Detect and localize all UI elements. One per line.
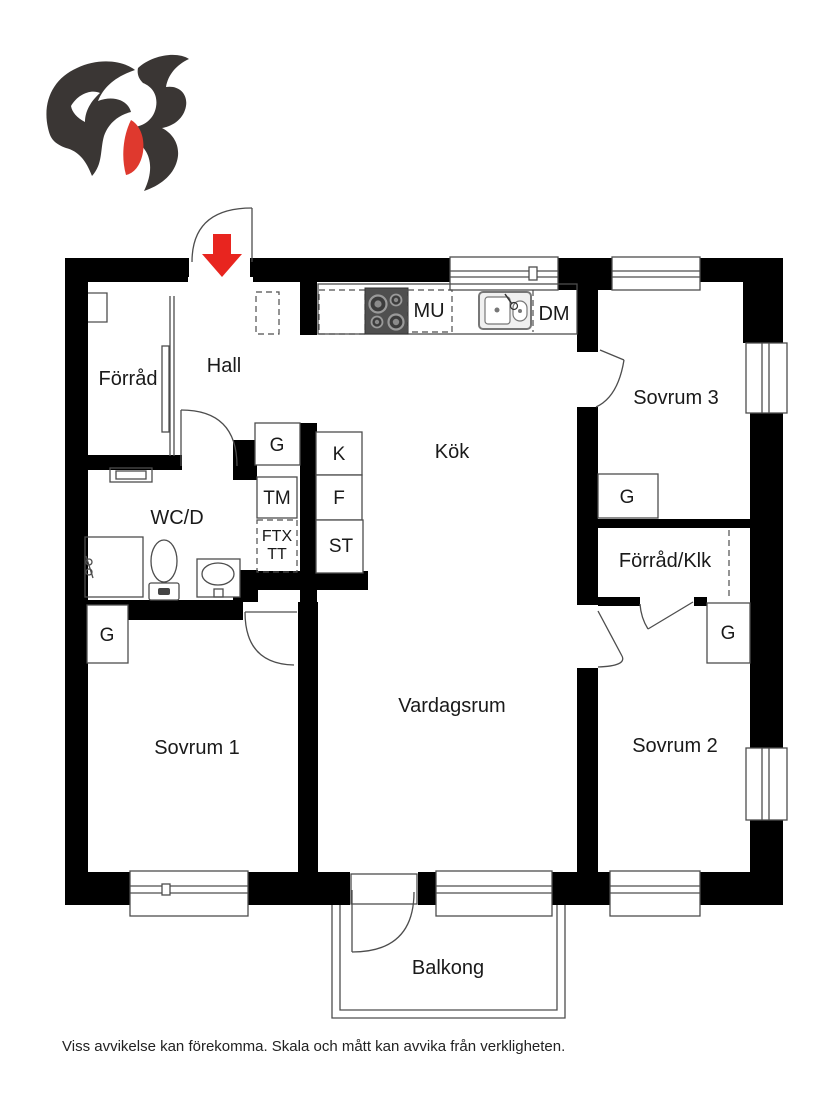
forrad-shaft-notch — [88, 292, 108, 323]
wall-bottom-5 — [700, 872, 783, 905]
balcony-rail — [331, 905, 566, 1019]
bedroom1-door — [244, 611, 297, 666]
label-mu: MU — [413, 300, 444, 322]
logo-left-glyph — [46, 61, 136, 176]
label-wardrobe-bedroom3: G — [620, 487, 635, 508]
logo-right-glyph — [135, 54, 189, 191]
wall-bottom-4 — [552, 872, 610, 905]
label-forrad: Förråd — [99, 368, 158, 390]
footer-disclaimer: Viss avvikelse kan förekomma. Skala och … — [62, 1038, 565, 1055]
logo-red-accent — [123, 120, 144, 175]
wall-left — [65, 258, 88, 905]
bedroom3-right-window — [745, 342, 788, 414]
label-tall-cabinet: ST — [329, 536, 354, 557]
fridge-box — [315, 431, 363, 476]
cabinets — [86, 422, 751, 664]
doors — [161, 296, 694, 953]
label-bedroom1: Sovrum 1 — [154, 737, 240, 759]
ftx-box — [256, 519, 298, 573]
wall-below-cabinets — [258, 571, 368, 590]
label-freezer: F — [333, 488, 345, 509]
balcony-door — [351, 890, 415, 953]
stove — [364, 287, 409, 335]
klk-door — [639, 601, 694, 630]
entry-door — [191, 207, 253, 263]
forrad-sliding-door — [161, 296, 175, 456]
label-balcony: Balkong — [412, 957, 484, 979]
wall-bottom-1 — [65, 872, 130, 905]
label-fridge: K — [333, 444, 346, 465]
label-wardrobe-bedroom2: G — [721, 623, 736, 644]
walls — [65, 258, 783, 905]
mu-cabinet — [407, 289, 453, 333]
bathroom-fixtures — [84, 467, 241, 601]
wall-right-1 — [750, 258, 783, 343]
wc-door — [180, 409, 238, 467]
label-living: Vardagsrum — [398, 695, 505, 717]
room-labels: Hall Förråd WC/D Kök Vardagsrum Sovrum 1… — [99, 355, 719, 979]
label-tt: TT — [267, 546, 287, 563]
kitchen-sink — [478, 291, 532, 330]
wall-bedroom1-living — [298, 602, 318, 873]
wall-klk-bottom-left — [598, 597, 640, 606]
wall-kitchen-right-upper — [577, 288, 598, 352]
wall-klk-top — [580, 519, 750, 528]
kitchen-counter — [255, 283, 578, 335]
label-kitchen: Kök — [435, 441, 470, 463]
wall-bottom-2 — [248, 872, 350, 905]
label-ftx: FTX — [262, 528, 293, 545]
entry-jamb-left — [181, 258, 189, 277]
entry-jamb-right — [250, 258, 259, 277]
bedroom2-bottom-window — [609, 870, 701, 917]
wall-top-2 — [253, 258, 450, 282]
tall-cabinet-box — [315, 519, 364, 574]
entry-arrow — [202, 234, 242, 277]
wall-mid-vertical — [300, 423, 317, 610]
wc-sink — [196, 558, 241, 598]
label-wardrobe-hall: G — [270, 435, 285, 456]
bedroom3-top-window — [611, 256, 701, 291]
label-wc: WC/D — [150, 507, 203, 529]
shower — [84, 536, 144, 598]
wall-hall-kitchen-stub — [300, 282, 317, 335]
label-hall: Hall — [207, 355, 241, 377]
wall-passage — [577, 527, 598, 605]
windows — [129, 256, 788, 917]
hall-wardrobe — [254, 422, 301, 466]
wall-bottom-3 — [418, 872, 436, 905]
wall-top-pier — [558, 258, 612, 290]
label-dm: DM — [538, 303, 569, 325]
bedroom3-door — [595, 349, 625, 408]
washer-box — [256, 476, 298, 519]
balcony-door-threshold — [350, 873, 418, 905]
living-bottom-window — [435, 870, 553, 917]
bedroom2-door — [597, 610, 624, 668]
kitchen-upper-cabinet — [318, 289, 366, 335]
bedroom1-wardrobe — [86, 604, 129, 664]
label-bedroom2: Sovrum 2 — [632, 735, 718, 757]
wall-kitchen-right-lower — [577, 407, 598, 527]
bedroom1-bottom-window — [129, 870, 249, 917]
label-closet-room: Förråd/Klk — [619, 550, 712, 572]
label-bedroom3: Sovrum 3 — [633, 387, 719, 409]
wall-living-bedroom2 — [577, 668, 598, 872]
wall-right-2 — [750, 413, 783, 748]
logo — [46, 54, 189, 191]
bedroom2-wardrobe — [706, 602, 751, 664]
hall-shelf-dashed — [255, 291, 280, 335]
toilet — [148, 539, 180, 601]
fixture-labels: MU DM K F ST TM FTX TT G G G G — [100, 300, 736, 646]
wc-mirror-cabinet — [109, 467, 153, 483]
bedroom2-right-window — [745, 747, 788, 821]
wall-klk-bottom-right — [694, 597, 707, 606]
freezer-box — [315, 474, 363, 521]
label-washer: TM — [263, 488, 290, 509]
label-wardrobe-bedroom1: G — [100, 625, 115, 646]
wall-forrad-bottom — [88, 455, 182, 470]
bedroom3-wardrobe — [597, 473, 659, 519]
kitchen-window — [449, 256, 559, 291]
